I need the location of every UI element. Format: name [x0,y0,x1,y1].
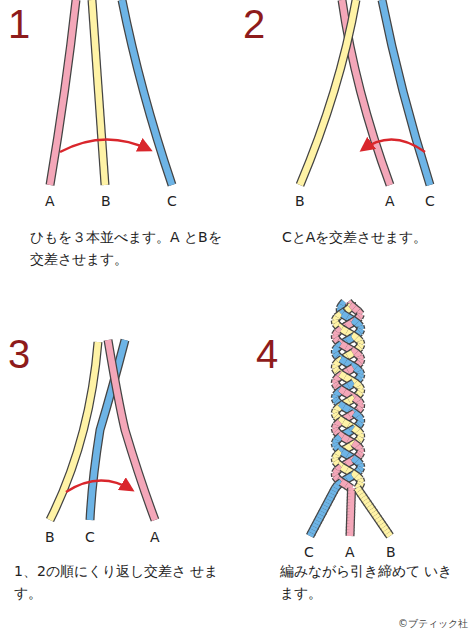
step-number: 4 [256,334,278,374]
strands-step-1 [50,0,172,185]
step-caption: ひもを３本並べます。A とBを交差させます。 [30,226,222,271]
copyright: ©ブティック社 [398,616,468,632]
strand-label: C [304,541,314,563]
braid-strand [337,314,341,318]
strand-label: C [85,526,95,548]
strand-label: C [167,190,177,212]
strand-label: C [425,190,435,212]
braid-strand [310,533,312,536]
braid-strand [337,314,341,318]
strand-label: A [45,190,55,212]
step-number: 3 [8,334,30,374]
step-caption: CとAを交差させます。 [282,226,467,248]
cross-arrow [66,480,132,492]
strand-label: B [101,190,111,212]
cross-arrow [362,139,425,152]
braid-strand [388,533,390,536]
strand-label: B [295,190,305,212]
strand-label: A [385,190,395,212]
braid-strand [388,533,390,536]
step-caption: 1、2の順にくり返し交差さ せます。 [14,560,219,605]
braid-strand [347,533,354,536]
step-number: 1 [8,4,30,44]
strand-label: A [150,526,160,548]
step-number: 2 [243,4,265,44]
step-caption: 編みながら引き締めて いきます。 [280,560,460,605]
strand-label: B [45,526,55,548]
braid-strand [346,533,355,536]
braid-strand [310,533,312,536]
cross-arrow [60,139,150,152]
braid [310,302,390,536]
strands-step-3 [50,340,155,520]
strands-step-2 [300,0,430,185]
strand-label: A [345,541,355,563]
strand-label: B [386,541,396,563]
